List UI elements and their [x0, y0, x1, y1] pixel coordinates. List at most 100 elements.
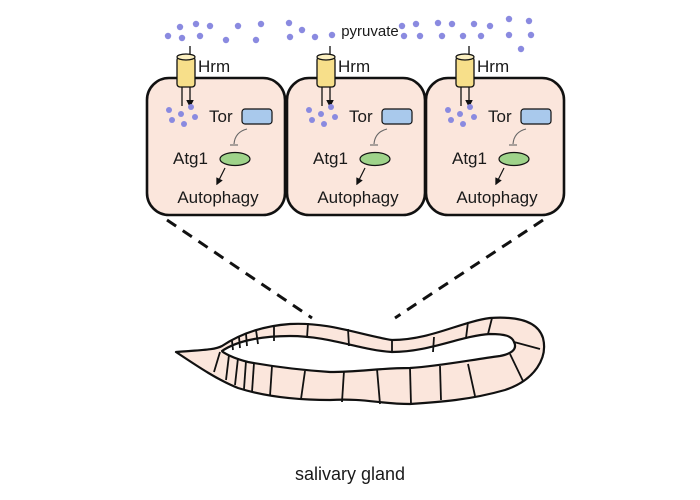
pyruvate-dot — [286, 33, 294, 41]
gland-cell-boundary — [251, 362, 255, 393]
intracellular-pyruvate-dot — [332, 114, 338, 120]
gland-cell-boundary — [234, 357, 239, 386]
pyruvate-dot — [412, 20, 420, 28]
gland-cell-boundary — [465, 321, 469, 339]
autophagy-label: Autophagy — [456, 188, 538, 207]
pyruvate-dot — [400, 32, 408, 40]
intracellular-pyruvate-dot — [460, 121, 466, 127]
hrm-label: Hrm — [477, 57, 509, 76]
gland-cell-boundary — [509, 353, 524, 382]
pyruvate-dot — [257, 20, 265, 28]
salivary-gland — [174, 316, 546, 406]
intracellular-pyruvate-dot — [328, 104, 334, 110]
pyruvate-dot — [234, 22, 242, 30]
intracellular-pyruvate-dot — [309, 117, 315, 123]
pyruvate-dot — [285, 19, 293, 27]
gland-cell-boundary — [341, 370, 345, 403]
atg1-protein-icon — [498, 151, 530, 167]
tor-label: Tor — [488, 107, 512, 126]
pyruvate-dot — [196, 32, 204, 40]
gland-cell-boundary — [432, 336, 435, 353]
gland-cell-boundary — [243, 360, 247, 390]
gland-cell-boundary — [300, 370, 306, 400]
gland-cell-boundary — [513, 341, 541, 350]
salivary-gland-label: salivary gland — [295, 464, 405, 484]
intracellular-pyruvate-dot — [448, 117, 454, 123]
tor-label: Tor — [209, 107, 233, 126]
pyruvate-dot — [459, 32, 467, 40]
intracellular-pyruvate-dot — [169, 117, 175, 123]
extracellular-pyruvate-dots — [164, 15, 535, 53]
intracellular-pyruvate-dot — [306, 107, 312, 113]
intracellular-pyruvate-dot — [192, 114, 198, 120]
gland-cell-boundary — [231, 340, 234, 351]
pyruvate-dot — [298, 26, 306, 34]
intracellular-pyruvate-dot — [181, 121, 187, 127]
tor-protein-icon — [381, 108, 413, 125]
intracellular-pyruvate-dot — [318, 111, 324, 117]
inhibition-arrow — [373, 128, 388, 145]
gland-outline — [174, 316, 546, 406]
gland-cell-boundary — [347, 328, 350, 347]
pyruvate-dot — [252, 36, 260, 44]
pyruvate-dot — [525, 17, 533, 25]
gland-cell-boundary — [487, 317, 493, 335]
gland-cell-boundaries — [213, 317, 541, 405]
pyruvate-dot — [470, 20, 478, 28]
pyruvate-dot — [398, 22, 406, 30]
pyruvate-dot — [517, 45, 525, 53]
gland-cell-boundary — [238, 336, 241, 349]
gland-cell-boundary — [439, 365, 442, 401]
hrm-transporter-icon — [176, 46, 196, 108]
pyruvate-dot — [192, 20, 200, 28]
hrm-transporter-icon — [455, 46, 475, 108]
gland-cell-boundary — [409, 367, 412, 405]
hrm-label: Hrm — [198, 57, 230, 76]
gland-cell-boundary — [376, 368, 381, 405]
gland-cell-boundary — [245, 333, 248, 347]
tor-protein-icon — [241, 108, 273, 125]
pyruvate-dot — [222, 36, 230, 44]
gland-cell-boundary — [255, 329, 259, 345]
zoom-line-right — [394, 218, 544, 320]
pyruvate-dot — [416, 32, 424, 40]
activation-arrow — [356, 167, 366, 186]
intracellular-pyruvate-dot — [467, 104, 473, 110]
pyruvate-dot — [486, 22, 494, 30]
pyruvate-dot — [448, 20, 456, 28]
intracellular-pyruvate-dot — [321, 121, 327, 127]
pyruvate-dot — [311, 33, 319, 41]
gland-cell-boundary — [467, 363, 476, 397]
tor-label: Tor — [349, 107, 373, 126]
gland-cell-boundary — [225, 354, 230, 381]
atg1-protein-icon — [219, 151, 251, 167]
pyruvate-dot — [505, 31, 513, 39]
gland-cell-boundary — [269, 365, 273, 397]
inhibition-arrow — [233, 128, 248, 145]
pyruvate-dot — [176, 23, 184, 31]
pyruvate-dot — [438, 32, 446, 40]
pyruvate-dot — [505, 15, 513, 23]
intracellular-pyruvate-dot — [178, 111, 184, 117]
atg1-protein-icon — [359, 151, 391, 167]
cells-row: HrmTorAtg1AutophagyHrmTorAtg1AutophagyHr… — [145, 46, 566, 217]
pyruvate-dot — [206, 22, 214, 30]
autophagy-label: Autophagy — [317, 188, 399, 207]
intracellular-pyruvate-dot — [471, 114, 477, 120]
activation-arrow — [216, 167, 226, 186]
intracellular-pyruvate-dot — [188, 104, 194, 110]
pyruvate-dot — [434, 19, 442, 27]
pyruvate-dot — [164, 32, 172, 40]
atg1-label: Atg1 — [173, 149, 208, 168]
pyruvate-dot — [178, 34, 186, 42]
gland-cell-boundary — [306, 322, 309, 339]
activation-arrow — [495, 167, 505, 186]
tor-protein-icon — [520, 108, 552, 125]
intracellular-pyruvate-dot — [457, 111, 463, 117]
pyruvate-dot — [477, 32, 485, 40]
gland-cell-boundary — [213, 351, 221, 373]
pyruvate-dot — [527, 31, 535, 39]
atg1-label: Atg1 — [313, 149, 348, 168]
